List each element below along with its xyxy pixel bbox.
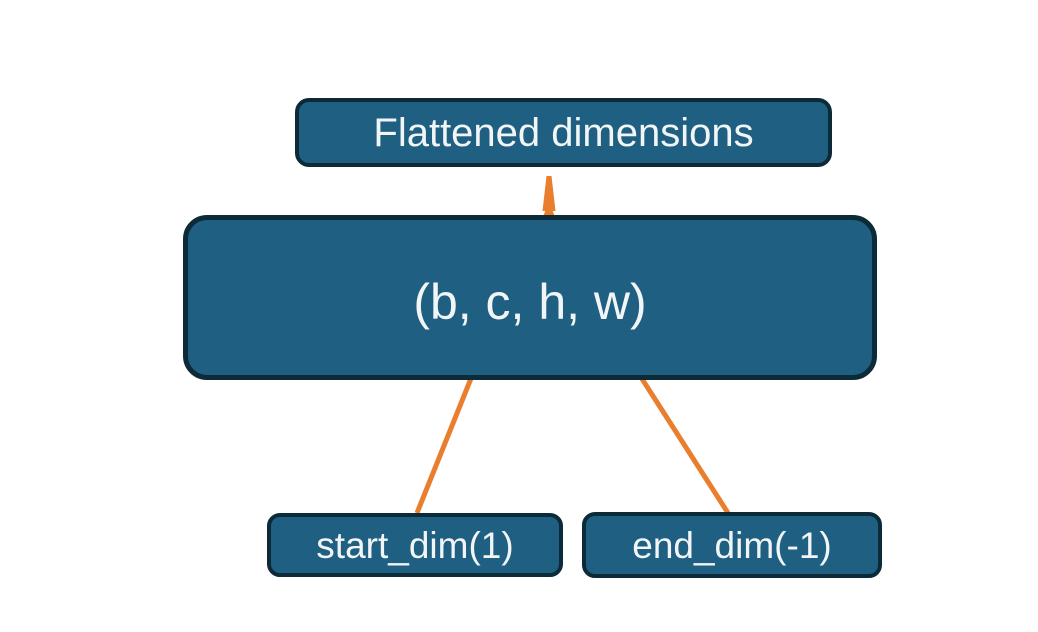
end-dim-box: end_dim(-1) [582, 512, 882, 578]
flattened-dimensions-box: Flattened dimensions [295, 98, 832, 167]
tensor-shape-box: (b, c, h, w) [183, 215, 877, 380]
tensor-shape-label: (b, c, h, w) [413, 273, 647, 330]
brace-stem-connector [542, 176, 556, 211]
start-dim-box: start_dim(1) [267, 513, 563, 577]
end-dim-label: end_dim(-1) [632, 524, 832, 566]
flattened-dimensions-label: Flattened dimensions [373, 110, 754, 155]
start-dim-label: start_dim(1) [316, 524, 514, 566]
